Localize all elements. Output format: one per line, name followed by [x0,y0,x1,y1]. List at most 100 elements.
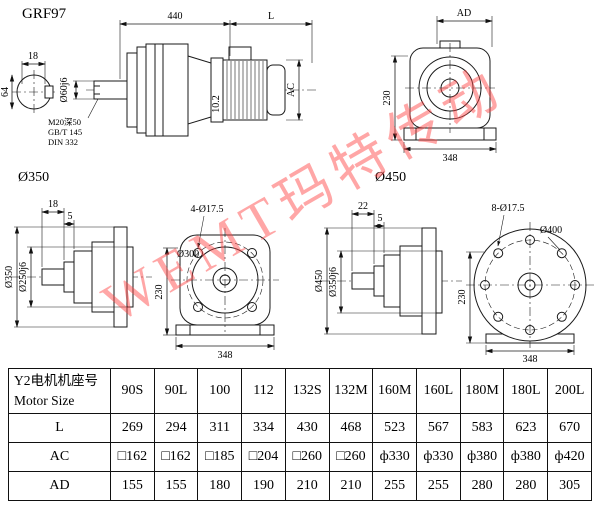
flange350-front-dims: 230 348 [154,247,275,361]
dim-spigot-350: Ø350j6 [328,267,339,297]
dim-shaft-dia-label: Ø60j6 [59,78,70,103]
gearbox-front-view [403,40,497,141]
cell-AD-1: 155 [153,471,199,501]
table-header-row: Y2电机机座号 Motor Size 90S 90L 100 112 132S … [8,368,592,414]
cell-AD-8: 280 [459,471,505,501]
dim-348-top-label: 348 [443,153,458,164]
column-header-160M: 160M [372,368,418,414]
dim-L: L [268,11,274,22]
thread-spec-line3: DIN 332 [48,137,78,147]
cell-L-6: 523 [372,413,418,443]
dim-shaft-diameter: Ø60j6 [59,78,94,103]
row-label-L: L [8,413,111,443]
cell-AC-8: ф380 [459,442,505,472]
cell-L-7: 567 [416,413,461,443]
cell-AC-3: □204 [241,442,286,472]
label-bolt-holes-4: 4-Ø17.5 [190,204,223,215]
dim-spigot-250: Ø250j6 [18,262,29,292]
label-bolt-holes-8: 8-Ø17.5 [491,203,524,214]
column-header-160L: 160L [416,368,461,414]
dim-230-top-label: 230 [382,91,393,106]
cell-AD-4: 210 [284,471,330,501]
table-header-cn: Y2电机机座号 [14,372,98,388]
cell-AD-6: 255 [372,471,418,501]
cell-AC-1: □162 [153,442,199,472]
cell-AD-10: 305 [547,471,592,501]
dim-flange-od-450: Ø450 [314,270,325,292]
dim-5: 5 [68,211,73,222]
column-header-200L: 200L [547,368,592,414]
cell-L-10: 670 [547,413,592,443]
cell-AC-9: ф380 [503,442,549,472]
column-header-180L: 180L [503,368,549,414]
flange350-title: Ø350 [18,170,49,185]
column-header-132M: 132M [328,368,374,414]
technical-drawing: GRF97 18 64 M20深50 GB/T 145 DIN 332 [0,6,594,364]
dim-440: 440 [168,11,183,22]
cell-AC-2: □185 [197,442,243,472]
dim-10-2: 10.2 [211,95,222,113]
cell-AC-6: ф330 [372,442,418,472]
gearmotor-side-view [86,43,316,137]
dim-shaft-64: 64 [0,87,11,97]
column-header-100: 100 [197,368,243,414]
cell-L-5: 468 [328,413,374,443]
cell-L-8: 583 [459,413,505,443]
dim-18: 18 [48,199,58,210]
flange450-front-view [466,222,594,348]
dim-AC-label: AC [286,83,297,97]
column-header-180M: 180M [459,368,505,414]
row-label-AD: AD [8,471,111,501]
flange450-title: Ø450 [375,170,406,185]
thread-spec-line1: M20深50 [48,117,81,127]
cell-AC-4: □260 [284,442,330,472]
cell-AD-0: 155 [110,471,155,501]
dim-348-top: 348 [403,142,497,164]
flange350-side-dims: 18 5 Ø350 Ø250j6 [4,199,127,328]
table-row-AC: AC □162 □162 □185 □204 □260 □260 ф330 ф3… [8,442,592,472]
cell-AC-10: ф420 [547,442,592,472]
flange450-side-dims: 22 5 Ø450 Ø350j6 [314,201,436,335]
thread-spec-line2: GB/T 145 [48,127,82,137]
cell-AD-7: 255 [416,471,461,501]
flange450-labels: 8-Ø17.5 Ø400 [491,203,562,251]
dim-230-450: 230 [457,290,468,305]
column-header-132S: 132S [284,368,330,414]
flange350-side-view [10,226,152,328]
dim-AC: AC [286,59,303,121]
cell-L-3: 334 [241,413,286,443]
cell-AC-7: ф330 [416,442,461,472]
dim-348-450: 348 [523,354,538,364]
shaft-end-view: 18 64 [0,51,56,114]
dim-key-width: 18 [28,51,38,62]
label-bolt-circle-400: Ø400 [540,225,562,236]
column-header-112: 112 [241,368,286,414]
cell-AD-9: 280 [503,471,549,501]
cell-L-0: 269 [110,413,155,443]
cell-L-2: 311 [197,413,243,443]
column-header-90L: 90L [153,368,199,414]
cell-L-1: 294 [153,413,199,443]
flange450-front-dims: 230 348 [457,251,575,364]
label-bolt-circle-300: Ø300 [177,249,199,260]
cell-L-4: 430 [284,413,330,443]
dim-440-L: 440 L [119,11,313,79]
cell-AC-5: □260 [328,442,374,472]
table-row-L: L 269 294 311 334 430 468 523 567 583 62… [8,413,592,443]
cell-AC-0: □162 [110,442,155,472]
drawing-title: GRF97 [22,6,67,22]
column-header-90S: 90S [110,368,155,414]
dim-AD-label: AD [457,8,471,19]
cell-L-9: 623 [503,413,549,443]
flange350-labels: 4-Ø17.5 Ø300 [177,204,224,260]
table-header-en: Motor Size [14,393,75,408]
cell-AD-5: 210 [328,471,374,501]
dim-5b: 5 [378,213,383,224]
motor-size-table: Y2电机机座号 Motor Size 90S 90L 100 112 132S … [8,368,592,501]
dim-348-350: 348 [218,350,233,361]
dim-22: 22 [358,201,368,212]
dim-230-350: 230 [154,285,165,300]
shaft-thread-spec: M20深50 GB/T 145 DIN 332 [48,96,100,147]
dim-AD: AD [436,8,493,47]
